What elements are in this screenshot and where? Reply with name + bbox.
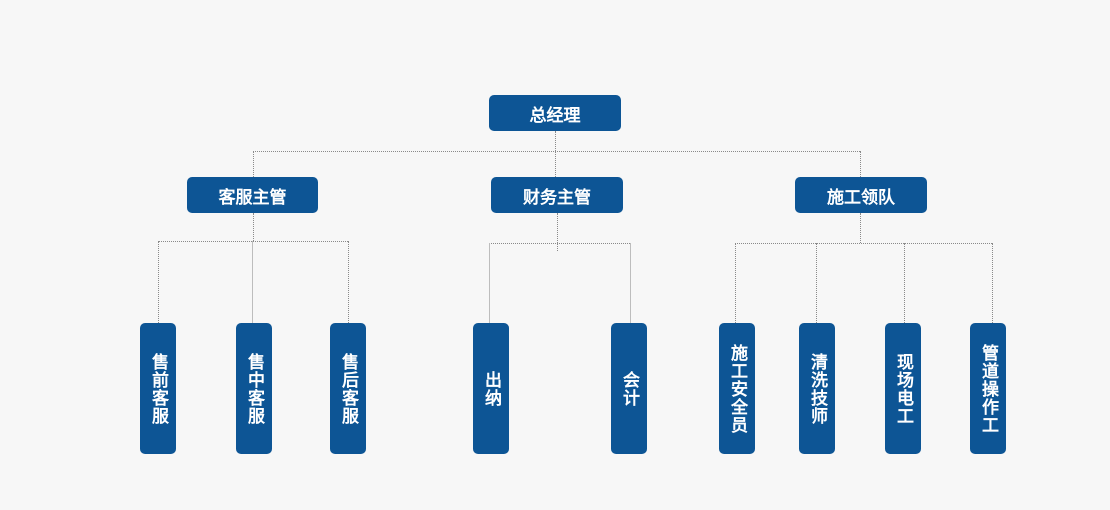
node-label: 售后客服 — [338, 352, 358, 425]
connector-service-bar — [158, 241, 348, 242]
connector-to-service-manager — [253, 151, 254, 177]
connector-finance-staff-2 — [630, 243, 631, 323]
node-pre-sales-service: 售前客服 — [140, 323, 176, 454]
connector-root-down — [555, 131, 556, 151]
node-label: 出纳 — [481, 370, 501, 407]
connector-construction-staff-1 — [735, 243, 736, 323]
node-label: 售中客服 — [244, 352, 264, 425]
node-label: 总经理 — [529, 105, 581, 126]
node-after-sales-service: 售后客服 — [330, 323, 366, 454]
node-pipe-operator: 管道操作工 — [970, 323, 1006, 454]
connector-service-staff-1 — [158, 241, 159, 323]
node-label: 现场电工 — [893, 352, 913, 425]
node-construction-safety-officer: 施工安全员 — [719, 323, 755, 454]
connector-to-construction-manager — [860, 151, 861, 177]
connector-construction-staff-4 — [992, 243, 993, 323]
node-cashier: 出纳 — [473, 323, 509, 454]
node-finance-manager: 财务主管 — [491, 177, 623, 213]
connector-finance-staff-1 — [489, 243, 490, 323]
node-service-manager: 客服主管 — [187, 177, 318, 213]
connector-construction-staff-3 — [904, 243, 905, 323]
connector-service-staff-3 — [348, 241, 349, 323]
connector-service-staff-2 — [252, 241, 253, 323]
node-label: 财务主管 — [523, 187, 591, 208]
node-label: 会计 — [619, 370, 639, 407]
connector-construction-staff-2 — [816, 243, 817, 323]
connector-managers-bar — [253, 151, 860, 152]
node-label: 管道操作工 — [978, 343, 998, 434]
node-in-sales-service: 售中客服 — [236, 323, 272, 454]
node-label: 施工领队 — [827, 187, 895, 208]
connector-finance-bar — [489, 243, 630, 244]
node-accountant: 会计 — [611, 323, 647, 454]
node-construction-leader: 施工领队 — [795, 177, 927, 213]
node-label: 施工安全员 — [727, 343, 747, 434]
node-cleaning-technician: 清洗技师 — [799, 323, 835, 454]
connector-finance-down — [557, 213, 558, 251]
node-label: 清洗技师 — [807, 352, 827, 425]
connector-construction-bar — [735, 243, 992, 244]
node-label: 客服主管 — [218, 187, 287, 208]
connector-to-finance-manager — [555, 151, 556, 177]
connector-construction-down — [860, 213, 861, 243]
node-general-manager: 总经理 — [489, 95, 621, 131]
connector-service-down — [253, 213, 254, 241]
node-site-electrician: 现场电工 — [885, 323, 921, 454]
node-label: 售前客服 — [148, 352, 168, 425]
